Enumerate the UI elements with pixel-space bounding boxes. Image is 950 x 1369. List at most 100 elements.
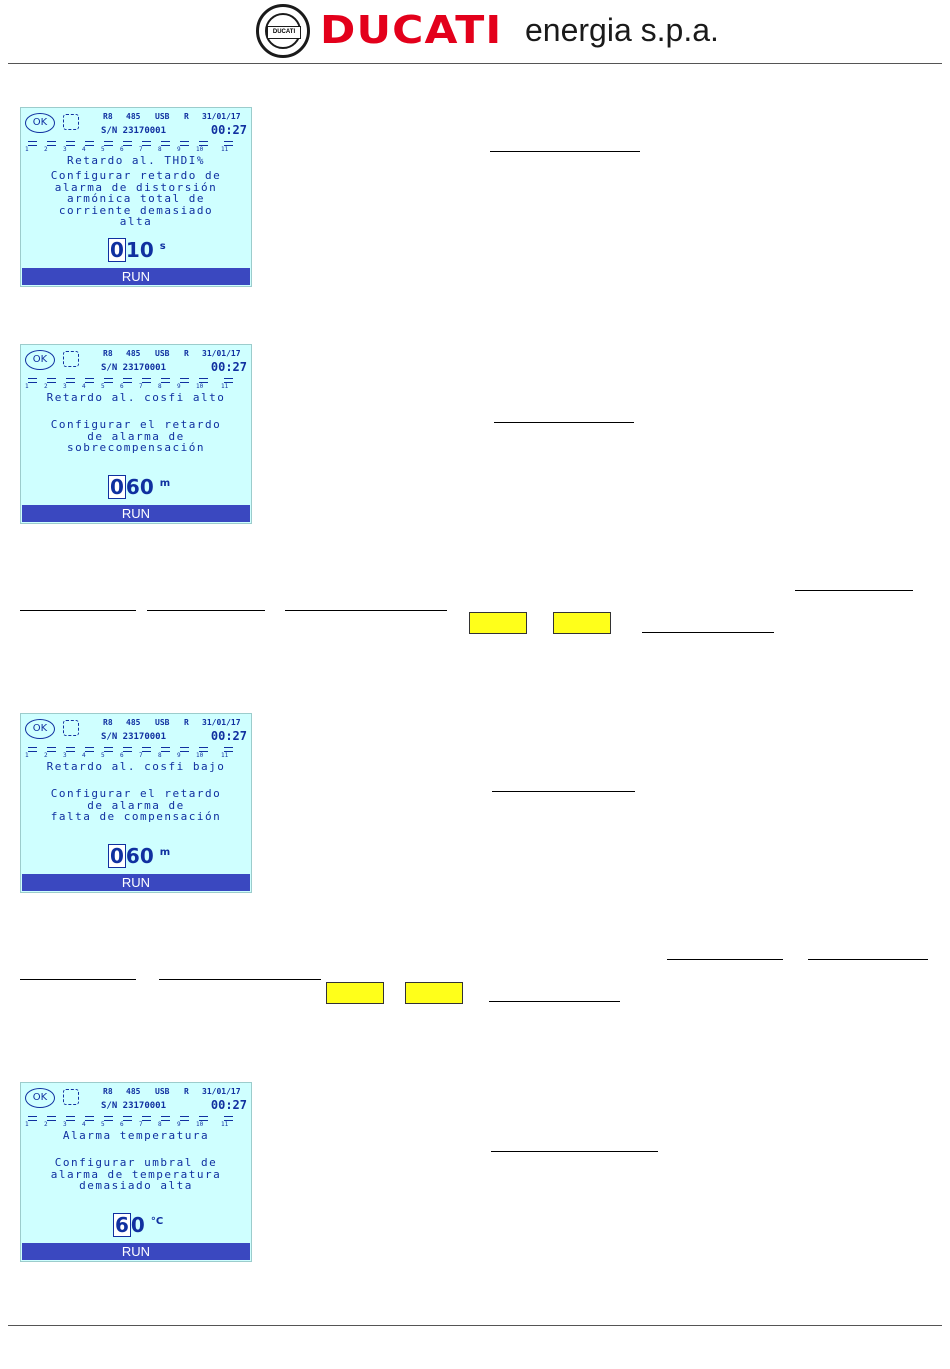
ok-icon: OK — [25, 113, 55, 133]
screen-title: Retardo al. THDI% — [66, 154, 206, 167]
step-5: 5 — [101, 138, 115, 154]
step-6: 6 — [120, 744, 134, 760]
step-3: 3 — [63, 138, 77, 154]
serial-number: S/N 23170001 — [101, 732, 167, 742]
step-8: 8 — [158, 138, 172, 154]
underline — [642, 632, 774, 633]
step-4: 4 — [82, 138, 96, 154]
underline — [489, 1001, 620, 1002]
step-2: 2 — [44, 1113, 58, 1129]
step-10: 10 — [196, 138, 210, 154]
brand-name: DUCATI — [320, 8, 503, 52]
value-unit: s — [159, 241, 166, 252]
brand-subtitle: energia s.p.a. — [525, 12, 719, 48]
header-divider — [8, 63, 942, 64]
underline — [159, 979, 321, 980]
footer-divider — [8, 1325, 942, 1326]
underline — [494, 422, 634, 423]
run-status-bar: RUN — [22, 1243, 250, 1260]
cycle-icon — [63, 351, 79, 367]
edit-cursor[interactable]: 6 — [113, 1213, 131, 1237]
status-r: R — [184, 112, 189, 121]
step-7: 7 — [139, 138, 153, 154]
status-485: 485 — [126, 112, 141, 121]
step-6: 6 — [120, 375, 134, 391]
underline — [795, 590, 913, 591]
capacitor-steps: 1 2 3 4 5 6 7 8 9 10 11 — [25, 138, 249, 154]
capacitor-steps: 1 2 3 4 5 6 7 8 9 10 11 — [25, 375, 249, 391]
step-8: 8 — [158, 744, 172, 760]
highlight-box — [326, 982, 384, 1004]
status-r: R — [184, 718, 189, 727]
status-485: 485 — [126, 718, 141, 727]
screen-title: Retardo al. cosfi bajo — [46, 760, 226, 773]
step-6: 6 — [120, 138, 134, 154]
step-11: 11 — [221, 375, 235, 391]
step-10: 10 — [196, 1113, 210, 1129]
serial-number: S/N 23170001 — [101, 1101, 167, 1111]
serial-number: S/N 23170001 — [101, 126, 167, 136]
step-1: 1 — [25, 744, 39, 760]
status-r8: R8 — [103, 112, 113, 121]
cycle-icon — [63, 1089, 79, 1105]
step-9: 9 — [177, 744, 191, 760]
status-485: 485 — [126, 349, 141, 358]
status-date: 31/01/17 — [202, 1087, 241, 1096]
step-1: 1 — [25, 1113, 39, 1129]
edit-cursor[interactable]: 0 — [108, 844, 126, 868]
step-11: 11 — [221, 744, 235, 760]
underline — [667, 959, 783, 960]
status-r8: R8 — [103, 349, 113, 358]
step-6: 6 — [120, 1113, 134, 1129]
lcd-screen-temperature-alarm: OK R8 485 USB R 31/01/17 S/N 23170001 00… — [20, 1082, 252, 1262]
step-7: 7 — [139, 1113, 153, 1129]
capacitor-steps: 1 2 3 4 5 6 7 8 9 10 11 — [25, 744, 249, 760]
lcd-screen-thdi-delay: OK R8 485 USB R 31/01/17 S/N 23170001 00… — [20, 107, 252, 287]
screen-title: Retardo al. cosfi alto — [46, 391, 226, 404]
step-11: 11 — [221, 138, 235, 154]
underline — [20, 979, 136, 980]
capacitor-steps: 1 2 3 4 5 6 7 8 9 10 11 — [25, 1113, 249, 1129]
value-unit: °C — [150, 1216, 164, 1227]
run-status-bar: RUN — [22, 268, 250, 285]
value-unit: m — [159, 847, 171, 858]
edit-cursor[interactable]: 0 — [108, 475, 126, 499]
edit-cursor[interactable]: 0 — [108, 238, 126, 262]
step-7: 7 — [139, 744, 153, 760]
clock: 00:27 — [210, 123, 247, 137]
step-10: 10 — [196, 744, 210, 760]
underline — [808, 959, 928, 960]
underline — [147, 610, 265, 611]
lcd-screen-cosfi-high-delay: OK R8 485 USB R 31/01/17 S/N 23170001 00… — [20, 344, 252, 524]
step-5: 5 — [101, 1113, 115, 1129]
status-r: R — [184, 1087, 189, 1096]
status-485: 485 — [126, 1087, 141, 1096]
lcd-screen-cosfi-low-delay: OK R8 485 USB R 31/01/17 S/N 23170001 00… — [20, 713, 252, 893]
status-date: 31/01/17 — [202, 112, 241, 121]
logo-tag: DUCATI — [267, 26, 301, 39]
clock: 00:27 — [210, 360, 247, 374]
step-2: 2 — [44, 744, 58, 760]
step-9: 9 — [177, 1113, 191, 1129]
value-unit: m — [159, 478, 171, 489]
step-9: 9 — [177, 375, 191, 391]
status-r: R — [184, 349, 189, 358]
ok-icon: OK — [25, 1088, 55, 1108]
status-date: 31/01/17 — [202, 349, 241, 358]
value-digits: 60 — [125, 844, 154, 868]
ok-icon: OK — [25, 719, 55, 739]
highlight-box — [405, 982, 463, 1004]
underline — [492, 791, 635, 792]
status-usb: USB — [155, 112, 170, 121]
step-2: 2 — [44, 138, 58, 154]
run-status-bar: RUN — [22, 505, 250, 522]
step-3: 3 — [63, 1113, 77, 1129]
underline — [490, 151, 640, 152]
